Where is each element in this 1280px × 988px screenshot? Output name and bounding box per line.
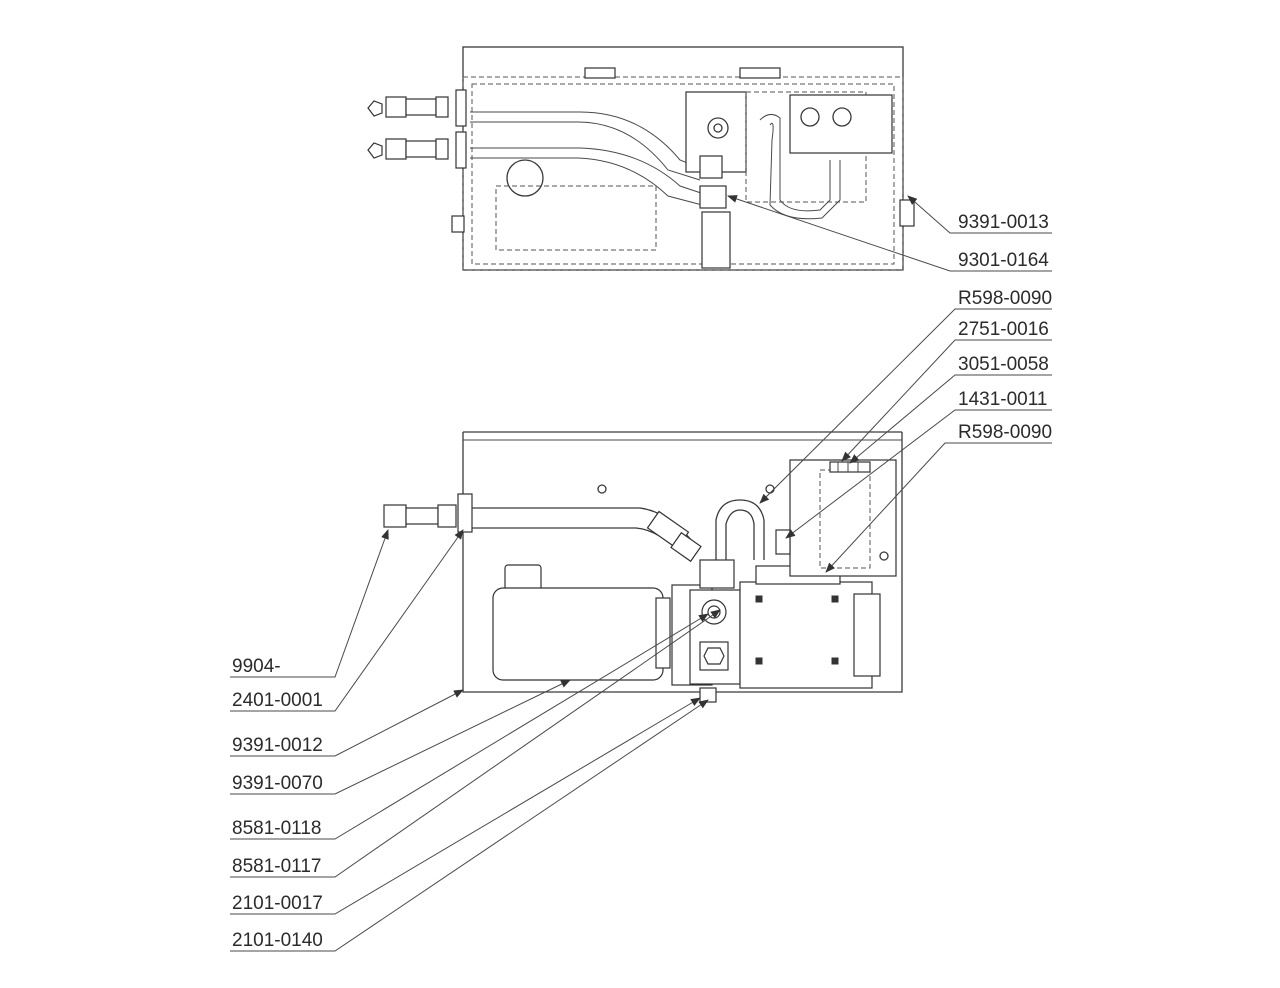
side-view-assembly	[383, 431, 903, 703]
top-view-assembly	[367, 46, 915, 271]
callout-label: 8581-0118	[232, 818, 321, 839]
leader-lines	[230, 195, 1052, 952]
callout-label: 9391-0012	[232, 735, 323, 756]
callout-label: 2101-0017	[232, 893, 323, 914]
callout-labels: 9391-0013 9301-0164 R598-0090 2751-0016 …	[232, 212, 1052, 951]
callout-label: 3051-0058	[958, 354, 1049, 375]
callout-label: 2101-0140	[232, 930, 323, 951]
callout-label: 9391-0070	[232, 773, 323, 794]
callout-label: 9391-0013	[958, 212, 1049, 233]
callout-label: R598-0090	[958, 288, 1052, 309]
callout-label: 2751-0016	[958, 319, 1049, 340]
callout-label: 9301-0164	[958, 250, 1049, 271]
callout-label: 1431-0011	[958, 389, 1047, 410]
callout-label: 8581-0117	[232, 856, 321, 877]
hose-fitting	[383, 493, 473, 533]
inlet-fitting-lower	[367, 131, 467, 169]
callout-label: 2401-0001	[232, 690, 323, 711]
callout-label: 9904-	[232, 656, 281, 677]
inlet-fitting-upper	[367, 89, 467, 127]
callout-label: R598-0090	[958, 422, 1052, 443]
